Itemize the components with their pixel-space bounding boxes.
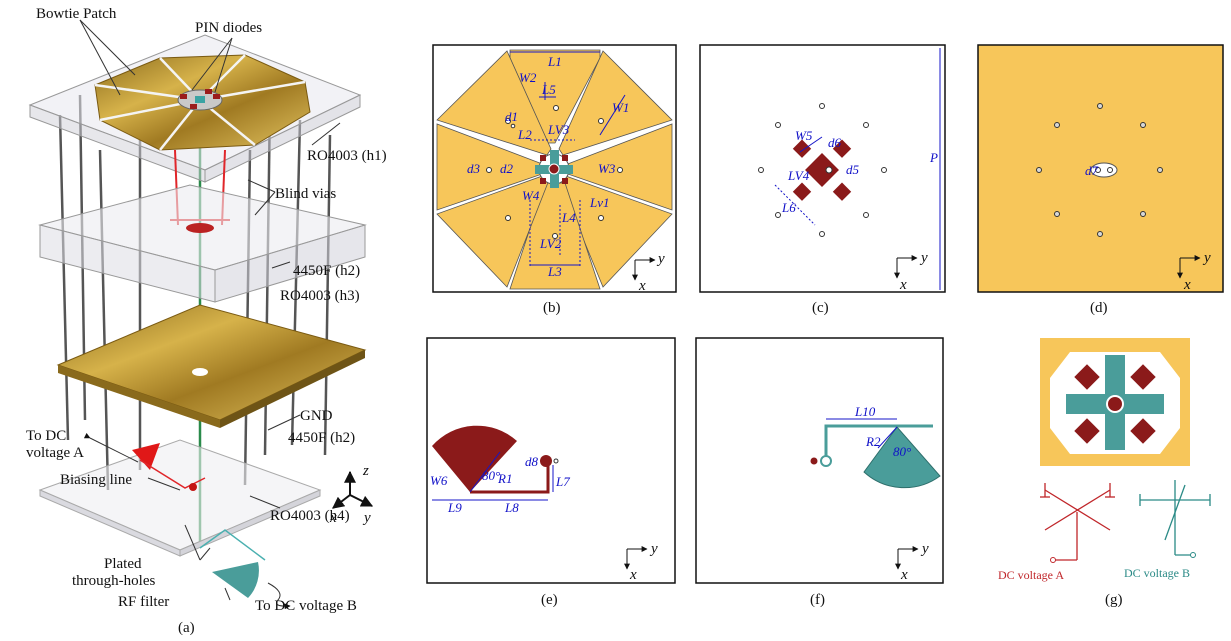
axis-c-x: x bbox=[899, 277, 907, 293]
label-gnd: GND bbox=[300, 408, 333, 424]
dim-f-R2: R2 bbox=[865, 434, 881, 449]
dim-b-d1: d1 bbox=[505, 109, 518, 124]
dim-c-L6: L6 bbox=[781, 200, 796, 215]
panel-f: L10 R2 80° y x (f) bbox=[695, 337, 944, 608]
dim-e-L7: L7 bbox=[555, 474, 570, 489]
caption-e: (e) bbox=[541, 592, 558, 608]
schematic-dc-b bbox=[1139, 480, 1211, 556]
dim-f-L10: L10 bbox=[854, 404, 876, 419]
axis-d-y: y bbox=[1202, 250, 1211, 266]
panel-a: z x y Bowtie Patch PIN diodes RO4003 (h1… bbox=[26, 6, 387, 636]
dim-b-L3: L3 bbox=[547, 264, 562, 279]
dim-c-d6: d6 bbox=[828, 135, 842, 150]
red-cross-c bbox=[792, 139, 852, 201]
label-plated-line2: through-holes bbox=[72, 573, 155, 589]
axis-b-x: x bbox=[638, 278, 646, 294]
teal-radial-stub bbox=[212, 562, 259, 598]
dim-e-L8: L8 bbox=[504, 500, 519, 515]
dim-e-W6: W6 bbox=[430, 473, 448, 488]
dim-c-LV4: LV4 bbox=[787, 168, 810, 183]
label-ro4003-h4: RO4003 (h4) bbox=[270, 508, 350, 524]
axis-b-y: y bbox=[656, 251, 665, 267]
label-4450f-h2-lower: 4450F (h2) bbox=[288, 430, 355, 446]
label-to-dc-b: To DC voltage B bbox=[255, 598, 357, 614]
dim-b-LV3: LV3 bbox=[547, 122, 570, 137]
panel-g: DC voltage A DC voltage B (g) bbox=[998, 338, 1211, 608]
axis-e-y: y bbox=[649, 541, 658, 557]
label-dc-voltage-a: DC voltage A bbox=[998, 568, 1064, 582]
label-dc-voltage-b: DC voltage B bbox=[1124, 566, 1190, 580]
label-to-dc-a-line1: To DC bbox=[26, 428, 66, 444]
dim-b-d2: d2 bbox=[500, 161, 514, 176]
label-blind-vias: Blind vias bbox=[275, 186, 336, 202]
axis-z-label: z bbox=[362, 463, 369, 479]
dim-b-L5: L5 bbox=[541, 82, 556, 97]
caption-f: (f) bbox=[810, 592, 825, 608]
label-to-dc-a-line2: voltage A bbox=[26, 445, 84, 461]
label-bowtie-patch: Bowtie Patch bbox=[36, 6, 117, 22]
dim-b-LV2: LV2 bbox=[539, 236, 562, 251]
axis-f-x: x bbox=[900, 567, 908, 583]
label-pin-diodes: PIN diodes bbox=[195, 20, 262, 36]
dim-b-d3: d3 bbox=[467, 161, 481, 176]
axes-xyz-a bbox=[332, 470, 374, 509]
dim-b-W3: W3 bbox=[598, 161, 616, 176]
dim-b-W2: W2 bbox=[519, 70, 537, 85]
dim-f-angle: 80° bbox=[893, 444, 911, 459]
axis-d-x: x bbox=[1183, 277, 1191, 293]
dim-e-angle: 80° bbox=[482, 468, 500, 483]
panel-e: 80° R1 d8 L7 W6 L9 L8 y x (e) bbox=[426, 337, 676, 608]
axis-x-label: x bbox=[329, 510, 337, 526]
axis-e-x: x bbox=[629, 567, 637, 583]
axis-c-y: y bbox=[919, 250, 928, 266]
dim-c-W5: W5 bbox=[795, 128, 813, 143]
dim-b-L1: L1 bbox=[547, 54, 562, 69]
dim-b-W1: W1 bbox=[612, 100, 629, 115]
dim-b-L4: L4 bbox=[561, 210, 576, 225]
panel-b: L1 W2 L5 W1 d1 L2 LV3 d3 d2 W3 W4 L4 Lv1… bbox=[432, 44, 677, 316]
dim-d-d7: d7 bbox=[1085, 163, 1099, 178]
caption-b: (b) bbox=[543, 300, 561, 316]
caption-d: (d) bbox=[1090, 300, 1108, 316]
caption-g: (g) bbox=[1105, 592, 1123, 608]
dim-e-L9: L9 bbox=[447, 500, 462, 515]
panel-c: W5 d6 d5 LV4 L6 P y x (c) bbox=[699, 44, 946, 316]
axis-y-label: y bbox=[362, 510, 371, 526]
label-plated-line1: Plated bbox=[104, 556, 142, 572]
label-biasing-line: Biasing line bbox=[60, 472, 132, 488]
panel-d: d7 y x (d) bbox=[977, 44, 1224, 316]
dim-b-L2: L2 bbox=[517, 127, 532, 142]
caption-c: (c) bbox=[812, 300, 829, 316]
dim-c-d5: d5 bbox=[846, 162, 860, 177]
teal-fan-stub-f bbox=[863, 426, 941, 489]
dim-e-d8: d8 bbox=[525, 454, 539, 469]
red-fan-stub-e bbox=[432, 425, 517, 492]
label-ro4003-h1: RO4003 (h1) bbox=[307, 148, 387, 164]
label-ro4003-h3: RO4003 (h3) bbox=[280, 288, 360, 304]
dim-b-Lv1: Lv1 bbox=[589, 195, 610, 210]
schematic-dc-a bbox=[1040, 483, 1115, 561]
label-4450f-h2: 4450F (h2) bbox=[293, 263, 360, 279]
dim-c-P: P bbox=[929, 150, 938, 165]
caption-a: (a) bbox=[178, 620, 195, 636]
label-rf-filter: RF filter bbox=[118, 594, 169, 610]
dim-b-W4: W4 bbox=[522, 188, 540, 203]
dim-e-R1: R1 bbox=[497, 471, 512, 486]
red-radial-stub bbox=[132, 443, 160, 470]
axis-f-y: y bbox=[920, 541, 929, 557]
pin-diodes bbox=[180, 89, 220, 109]
